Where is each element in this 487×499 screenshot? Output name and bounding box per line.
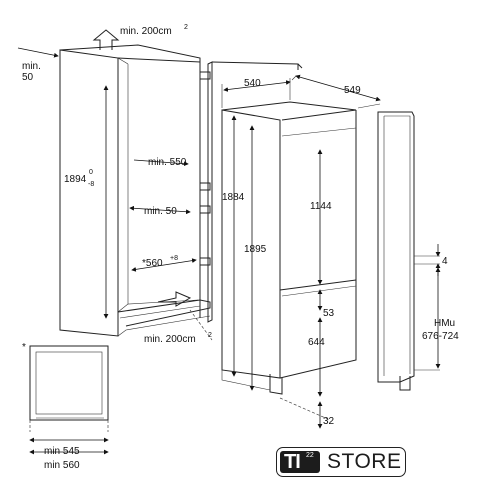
upper-door-label: 1144 [310,201,332,212]
store-logo-text: STORE [327,450,402,473]
appliance-depth-label: 549 [344,85,361,96]
top-vent-label: min. 200cm [120,26,172,37]
plan-view [29,345,109,432]
appliance-depth-dimension [291,74,381,109]
top-left-gap-label: min. [22,61,41,72]
plan-min-545-label: min 545 [44,446,80,457]
top-vent-arrow-icon [92,29,120,50]
hmu-range-label: 676-724 [422,331,459,342]
top-gap-arrow [17,47,59,58]
hmu-label: HMu [434,318,455,329]
store-logo-sup: 22 [306,452,314,459]
appliance-height-label: 1884 [222,192,245,203]
door-gap-label: 53 [323,308,335,319]
plan-min-560-label: min 560 [44,460,80,471]
bottom-gap-label: 32 [323,416,335,427]
niche-width-tol: +8 [170,255,178,262]
niche-height-label: 1894 [64,174,87,185]
lower-door-label: 644 [308,337,325,348]
bottom-vent-label: min. 200cm [144,334,196,345]
floor-line [279,397,331,421]
store-logo: TI 22 STORE [276,447,406,477]
appliance-body [221,101,357,395]
niche-cabinet [59,44,303,337]
store-logo-ti: TI [284,451,301,473]
niche-height-tol-upper: 0 [89,169,93,176]
niche-height-tol-lower: -8 [88,181,94,188]
top-left-gap-value: 50 [22,72,34,83]
side-profile [377,111,440,391]
bottom-vent-arrow-icon [157,291,192,307]
store-logo-ti-block: TI 22 [280,451,320,473]
side-gap-arrow [129,205,191,215]
niche-width-label: *560 [142,258,163,269]
bottom-vent-leader [189,309,213,341]
side-gap-right-label: 4 [442,256,448,267]
top-vent-sup: 2 [184,24,188,31]
niche-width-arrow [131,258,197,272]
niche-depth-label: min. 550 [148,157,187,168]
total-height-label: 1895 [244,244,267,255]
side-gap-label: min. 50 [144,206,177,217]
appliance-width-dimension [221,78,291,108]
bottom-vent-sup: 2 [208,332,212,339]
plan-asterisk: * [22,342,26,353]
appliance-width-label: 540 [244,78,261,89]
niche-depth-arrow [133,159,189,167]
